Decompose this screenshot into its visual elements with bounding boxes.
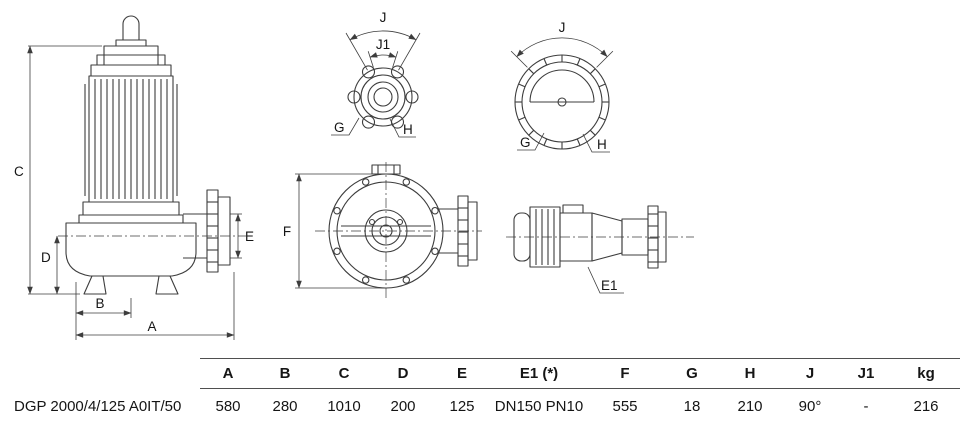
col-header-kg: kg (892, 358, 960, 389)
dim-label-F: F (283, 224, 291, 239)
cell-C: 1010 (327, 398, 361, 415)
cell-D: 200 (390, 398, 416, 415)
support-foot-left (83, 275, 107, 295)
col-header-B: B (256, 358, 314, 389)
dim-label-E: E (245, 229, 254, 244)
dim-label-D: D (41, 250, 51, 265)
flange-top-view (347, 65, 419, 129)
col-header-C: C (314, 358, 374, 389)
cell-E: 125 (449, 398, 475, 415)
cell-kg: 216 (913, 398, 939, 415)
dim-label-B: B (95, 296, 104, 311)
dim-label-C: C (14, 164, 24, 179)
pump-model-name: DGP 2000/4/125 A0IT/50 (14, 397, 182, 415)
cell-B: 280 (272, 398, 298, 415)
model-column-header (0, 359, 200, 389)
dimensions-table: A B C D E E1 (*) F G H J J1 kg DGP 2000/… (0, 358, 960, 421)
dim-label-J-motor: J (559, 20, 566, 35)
cell-A: 580 (215, 398, 241, 415)
col-header-J1: J1 (840, 358, 892, 389)
pump-technical-drawing: C D E B A F J J1 G H J G H E1 (14, 10, 694, 340)
motor-top-view (514, 54, 610, 150)
col-header-G: G (664, 358, 720, 389)
volute-casing (65, 222, 197, 277)
dim-label-A: A (147, 319, 156, 334)
dim-label-J-flange: J (380, 10, 387, 25)
dim-label-H-motor: H (597, 137, 607, 152)
cell-J: 90° (798, 398, 822, 415)
pump-horizontal-side-view (513, 204, 667, 269)
dim-label-G-flange: G (334, 120, 345, 135)
dim-label-J1: J1 (376, 37, 390, 52)
col-header-A: A (200, 358, 256, 389)
dim-label-H-flange: H (403, 122, 413, 137)
dim-label-E1: E1 (601, 278, 618, 293)
dim-label-G-motor: G (520, 135, 531, 150)
cooling-fins (94, 79, 168, 199)
pump-side-view (65, 15, 231, 295)
cell-G: 18 (683, 398, 701, 415)
dimension-lines (27, 30, 694, 340)
table-header-row: A B C D E E1 (*) F G H J J1 kg (0, 358, 960, 389)
support-foot-right (155, 275, 179, 295)
cell-J1: - (863, 398, 869, 415)
col-header-E1: E1 (*) (492, 358, 586, 389)
cell-F: 555 (612, 398, 638, 415)
lifting-handle (122, 15, 140, 40)
cell-H: 210 (737, 398, 763, 415)
table-row: DGP 2000/4/125 A0IT/50 580 280 1010 200 … (0, 389, 960, 422)
volute-front-view (328, 164, 478, 289)
cell-E1: DN150 PN10 (494, 398, 584, 415)
col-header-D: D (374, 358, 432, 389)
fin-ring (515, 55, 609, 149)
col-header-E: E (432, 358, 492, 389)
col-header-H: H (720, 358, 780, 389)
dimension-labels: C D E B A F J J1 G H J G H E1 (14, 10, 618, 334)
col-header-J: J (780, 358, 840, 389)
col-header-F: F (586, 358, 664, 389)
